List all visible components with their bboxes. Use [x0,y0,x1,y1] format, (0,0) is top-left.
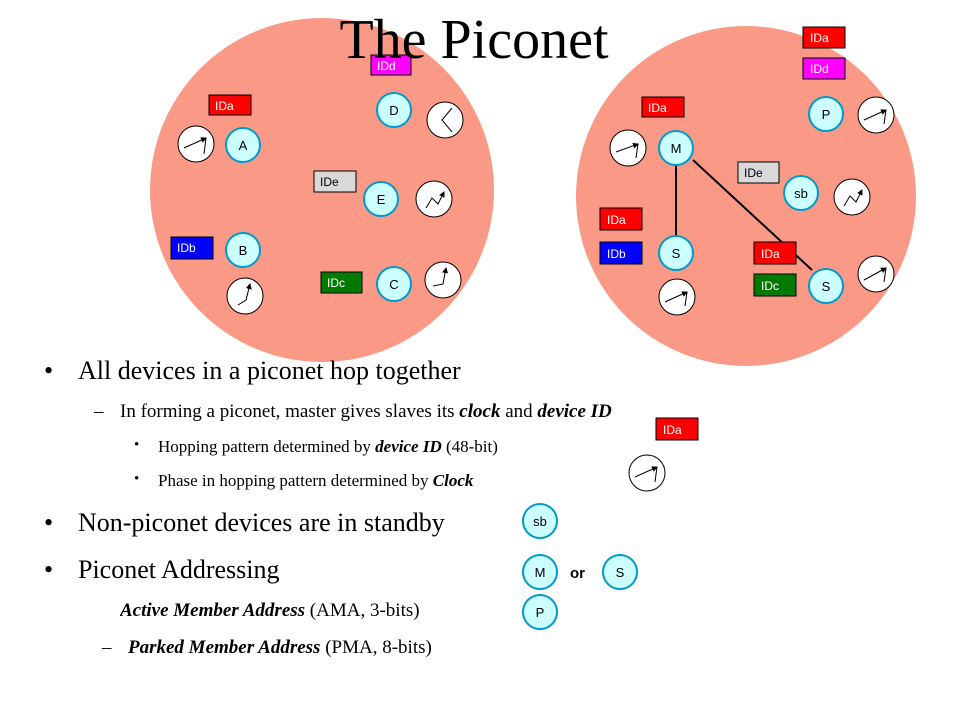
bullet-phase: Phase in hopping pattern determined by C… [134,471,474,491]
node-b: B [225,232,261,268]
node-standby: sb [783,175,819,211]
bullet-addressing: Piconet Addressing [44,555,279,585]
node-slave-2: S [808,268,844,304]
or-text: or [570,565,585,582]
legend-node-sb: sb [522,503,558,539]
tag-idc-right: IDc [753,273,797,297]
svg-text:IDa: IDa [663,423,682,437]
bullet-hopping: Hopping pattern determined by device ID … [134,437,498,457]
svg-text:sb: sb [794,186,808,201]
clock-icon [609,129,647,167]
clock-icon [857,255,895,293]
clock-icon [424,261,462,299]
tag-ida-right-top: IDa [802,26,846,49]
clock-icon [658,278,696,316]
forming-clock: clock [459,401,501,422]
legend-node-s: S [602,554,638,590]
svg-text:IDa: IDa [648,101,667,115]
forming-text: In forming a piconet, master gives slave… [120,401,460,422]
clock-icon [177,125,215,163]
tag-idb-left: IDb [170,236,214,260]
svg-text:S: S [616,565,625,580]
pma-name: Parked Member Address [128,637,321,658]
ama-name: Active Member Address [120,600,306,621]
hopping-bits: (48-bit) [441,437,498,456]
node-c: C [376,266,412,302]
phase-clock: Clock [432,471,474,490]
legend-clock-icon [628,454,666,492]
clock-icon [415,180,453,218]
node-master: M [658,130,694,166]
svg-text:IDc: IDc [327,276,345,290]
clock-icon [833,178,871,216]
forming-and: and [500,401,538,422]
tag-ida-left: IDa [208,94,252,116]
forming-device-id: device ID [537,401,612,422]
tag-idb-right: IDb [599,241,643,265]
clock-icon [426,101,464,139]
svg-text:C: C [389,277,398,292]
svg-text:IDd: IDd [810,62,829,76]
bullet-pma: Parked Member Address (PMA, 8-bits) [102,637,432,659]
svg-text:IDe: IDe [744,166,763,180]
bullet-forming: In forming a piconet, master gives slave… [94,401,612,423]
bullet-standby: Non-piconet devices are in standby [44,508,445,538]
tag-ide-left: IDe [313,170,357,193]
node-e: E [363,181,399,217]
hopping-text: Hopping pattern determined by [158,437,376,456]
svg-text:M: M [671,141,682,156]
legend-tag-ida: IDa [655,417,699,441]
svg-text:IDa: IDa [810,31,829,45]
node-parked: P [808,96,844,132]
node-slave-1: S [658,235,694,271]
tag-ide-right: IDe [737,161,780,184]
slide-title: The Piconet [339,9,609,71]
svg-text:P: P [822,107,831,122]
tag-ida-right-m: IDa [641,96,685,118]
bullet-hop: All devices in a piconet hop together [44,356,461,386]
svg-text:IDe: IDe [320,175,339,189]
phase-text: Phase in hopping pattern determined by [158,471,433,490]
clock-icon [857,96,895,134]
svg-text:P: P [536,605,545,620]
svg-text:IDd: IDd [377,59,396,73]
tag-ida-right-s2: IDa [753,241,797,265]
hopping-device-id: device ID [375,437,442,456]
svg-text:sb: sb [533,514,547,529]
pma-bits: (PMA, 8-bits) [320,637,432,658]
svg-text:IDb: IDb [607,247,626,261]
ama-bits: (AMA, 3-bits) [305,600,420,621]
svg-text:IDa: IDa [215,99,234,113]
svg-text:IDb: IDb [177,241,196,255]
node-d: D [376,92,412,128]
svg-text:A: A [239,138,248,153]
svg-text:E: E [377,192,386,207]
svg-text:S: S [822,279,831,294]
svg-text:IDc: IDc [761,279,779,293]
svg-text:B: B [239,243,248,258]
node-a: A [225,127,261,163]
clock-icon [226,277,264,315]
tag-idd-right: IDd [802,57,846,80]
svg-text:IDa: IDa [761,247,780,261]
svg-text:M: M [535,565,546,580]
legend-node-m: M [522,554,558,590]
tag-idc-left: IDc [320,271,363,294]
bullet-ama: Active Member Address (AMA, 3-bits) [120,600,532,622]
tag-ida-right-s1: IDa [599,207,643,231]
svg-text:D: D [389,103,398,118]
svg-text:IDa: IDa [607,213,626,227]
svg-text:S: S [672,246,681,261]
tag-idd-left: IDd [370,54,412,76]
